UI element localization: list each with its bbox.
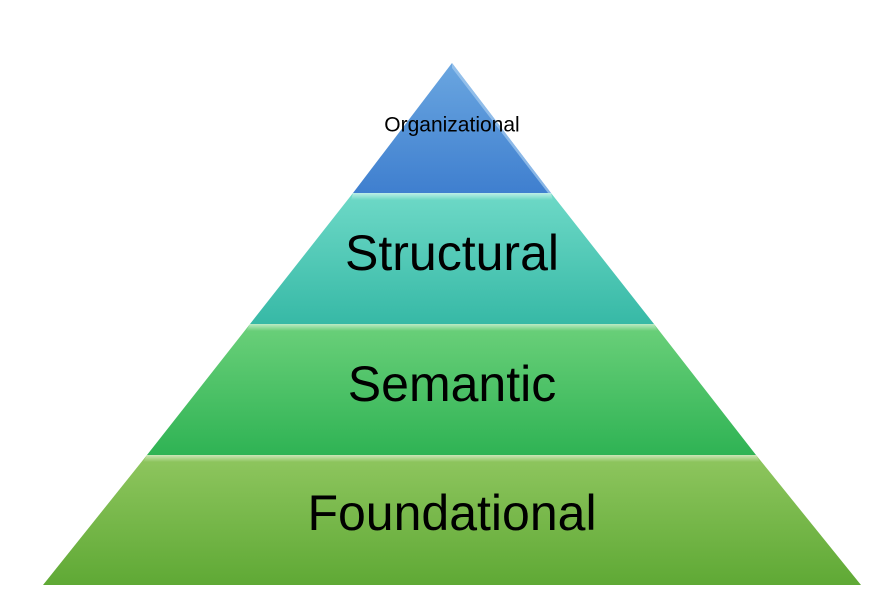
tier-foundational-shape <box>43 455 861 585</box>
tier-structural-shape <box>250 193 654 324</box>
tier-structural-label: Structural <box>345 225 559 281</box>
tier-structural: Structural <box>250 193 654 324</box>
tier-semantic-shape <box>147 324 756 455</box>
tier-semantic: Semantic <box>147 324 756 455</box>
tier-semantic-label: Semantic <box>348 356 556 412</box>
tier-structural-sheen <box>351 193 553 200</box>
tier-semantic-sheen <box>246 324 658 331</box>
tier-organizational-label: Organizational <box>384 114 519 137</box>
tier-organizational: Organizational <box>353 63 551 193</box>
tier-organizational-shape <box>353 63 551 193</box>
tier-organizational-highlight <box>452 63 551 193</box>
tier-foundational: Foundational <box>43 455 861 585</box>
tier-foundational-label: Foundational <box>307 485 596 541</box>
tier-foundational-sheen <box>143 455 760 462</box>
